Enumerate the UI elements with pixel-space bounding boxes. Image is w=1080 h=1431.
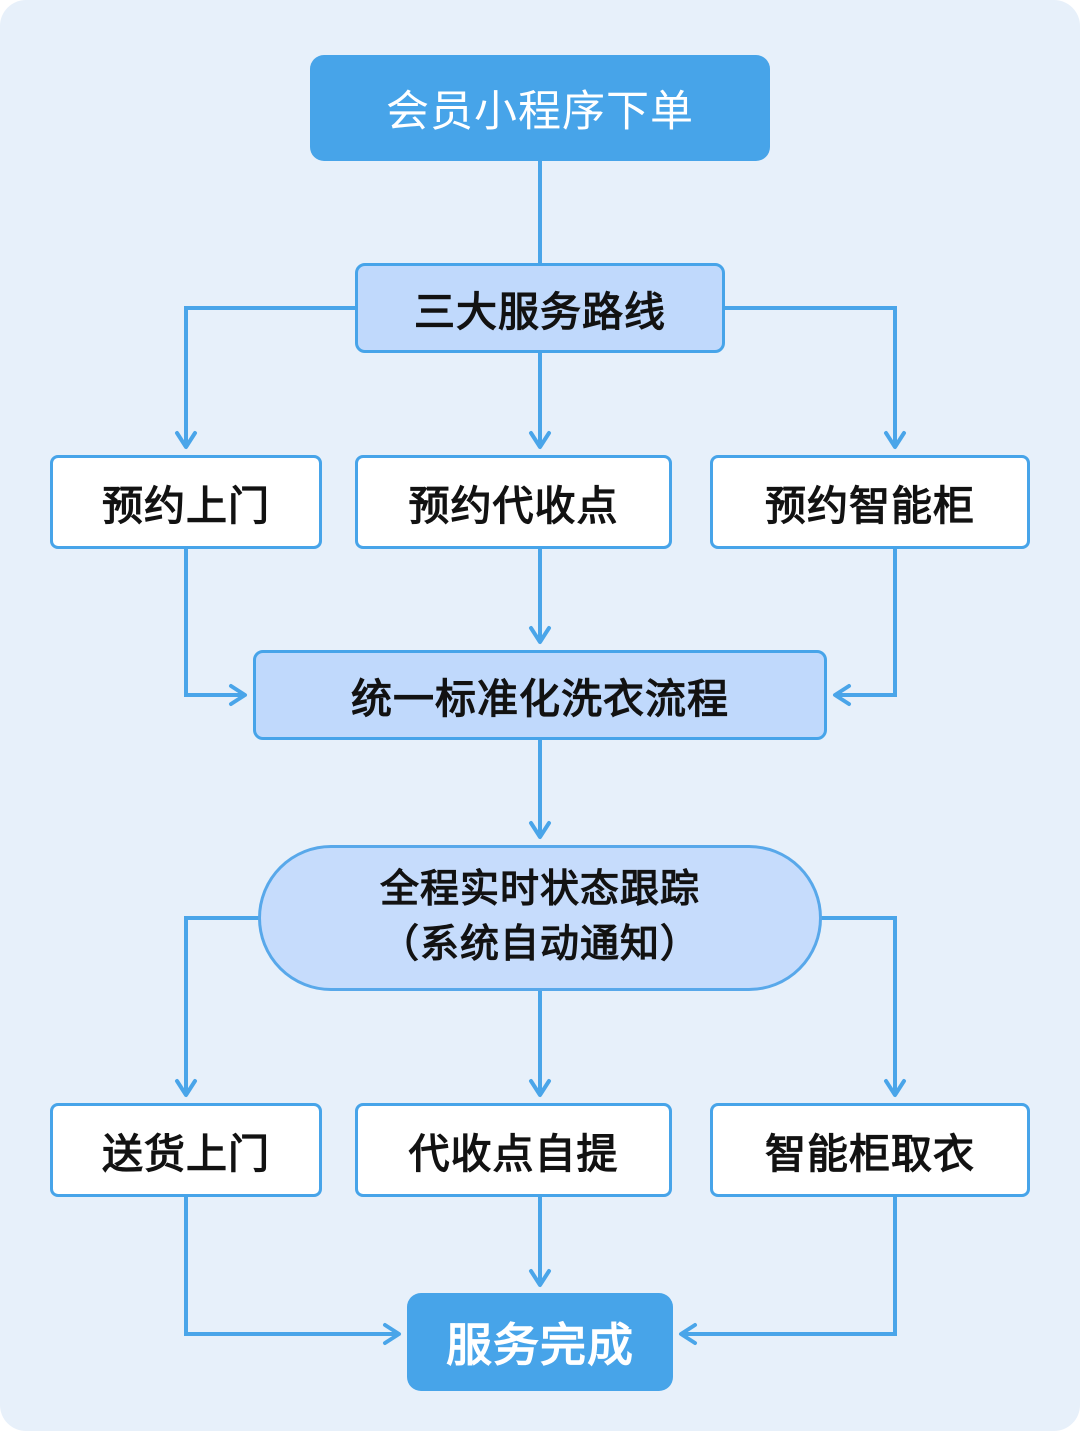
node-service-routes-label: 三大服务路线 — [414, 289, 666, 335]
node-collection-point-pickup: 代收点自提 — [355, 1103, 672, 1197]
node-book-home-visit: 预约上门 — [50, 455, 322, 549]
connector-locker-to-done — [679, 1197, 897, 1345]
connector-tracking-to-deliver — [175, 916, 263, 1097]
node-book-smart-locker: 预约智能柜 — [710, 455, 1030, 549]
node-service-routes: 三大服务路线 — [355, 263, 725, 353]
node-member-order: 会员小程序下单 — [310, 55, 770, 161]
node-service-complete: 服务完成 — [407, 1293, 673, 1391]
node-smart-locker-pickup: 智能柜取衣 — [710, 1103, 1030, 1197]
connector-routes-to-locker — [725, 306, 906, 449]
node-book-smart-locker-label: 预约智能柜 — [765, 483, 975, 529]
node-book-home-visit-label: 预约上门 — [102, 483, 270, 529]
node-service-complete-label: 服务完成 — [446, 1319, 634, 1371]
node-status-tracking-line1: 全程实时状态跟踪 — [379, 868, 700, 912]
node-book-collection-point-label: 预约代收点 — [408, 483, 619, 529]
node-standard-laundry-process: 统一标准化洗衣流程 — [253, 650, 827, 740]
node-smart-locker-pickup-label: 智能柜取衣 — [765, 1131, 975, 1177]
node-status-tracking: 全程实时状态跟踪 （系统自动通知） — [258, 845, 822, 991]
node-collection-point-pickup-label: 代收点自提 — [408, 1131, 619, 1177]
node-member-order-label: 会员小程序下单 — [386, 88, 694, 136]
node-book-collection-point: 预约代收点 — [355, 455, 672, 549]
node-standard-laundry-process-label: 统一标准化洗衣流程 — [351, 676, 729, 722]
node-status-tracking-line2: （系统自动通知） — [379, 923, 700, 966]
connector-deliver-to-done — [184, 1197, 401, 1345]
node-home-delivery: 送货上门 — [50, 1103, 322, 1197]
connector-tracking-to-locker — [817, 916, 906, 1097]
connector-home-to-process — [184, 549, 247, 706]
connector-routes-to-home — [175, 306, 355, 449]
connector-locker-to-process — [833, 549, 897, 706]
node-home-delivery-label: 送货上门 — [102, 1131, 270, 1177]
